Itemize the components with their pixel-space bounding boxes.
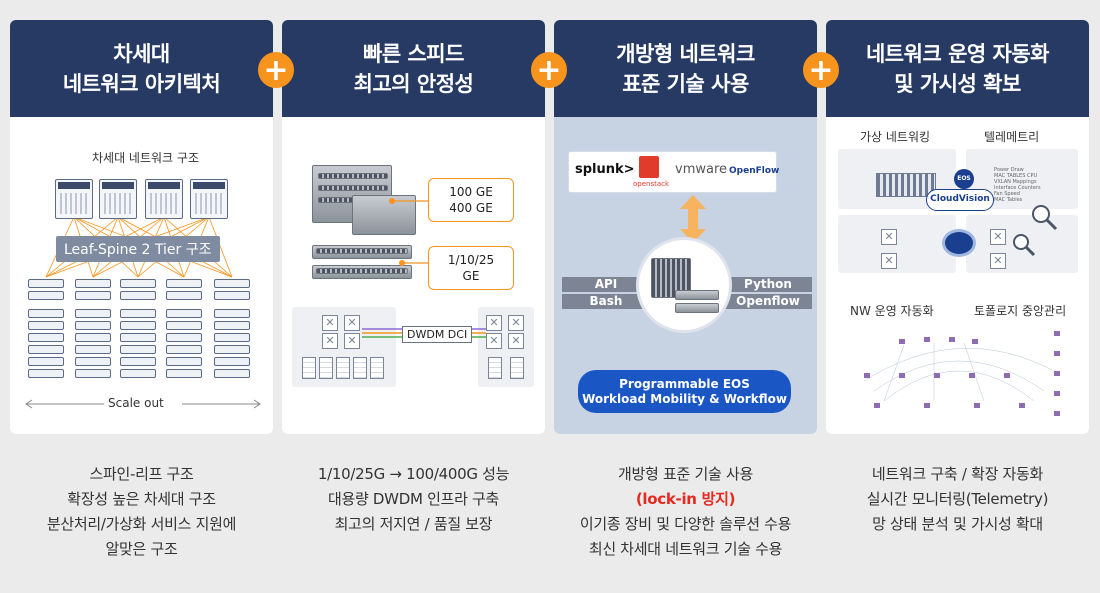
description-architecture: 스파인-리프 구조 확장성 높은 차세대 구조 분산처리/가상화 서비스 지원에… — [46, 465, 237, 558]
telemetry-metric: Interface Counters — [994, 185, 1041, 191]
label-bash: Bash — [562, 294, 650, 309]
eos-badge-icon: EOS — [954, 169, 974, 189]
plus-icon: + — [258, 52, 294, 88]
switch-hardware-circle — [636, 237, 732, 333]
card-title-line1: 빠른 스피드 — [363, 41, 464, 66]
telemetry-metric: Power Draw — [994, 167, 1024, 173]
diagram-title: 차세대 네트워크 구조 — [92, 151, 199, 165]
spine-switch — [190, 179, 228, 219]
double-arrow-icon — [680, 195, 706, 243]
open-network-diagram: splunk> openstack vmware OpenFlow API Ba… — [554, 117, 817, 434]
plus-icon: + — [803, 52, 839, 88]
description-open-network: 개방형 표준 기술 사용 (lock-in 방지) 이기종 장비 및 다양한 솔… — [554, 462, 817, 562]
callout-lines — [389, 198, 428, 266]
telemetry-metric: Fan Speed — [994, 191, 1020, 197]
server-stack — [876, 173, 936, 197]
magnifier-icon — [1032, 205, 1058, 231]
leaf-spine-banner: Leaf-Spine 2 Tier 구조 — [56, 236, 220, 262]
openflow-logo: OpenFlow — [729, 166, 780, 176]
description-speed: 1/10/25G → 100/400G 성능 대용량 DWDM 인프라 구축 최… — [317, 465, 510, 533]
card-speed: 빠른 스피드 최고의 안정성 100 GE 400 GE 1/10/25 GE — [282, 20, 545, 434]
leaf-rack-group — [28, 279, 258, 389]
partner-logo-bar: splunk> openstack vmware OpenFlow — [568, 151, 780, 193]
dwdm-dci-label: DWDM DCI — [402, 326, 473, 343]
label-topology-management: 토폴로지 중앙관리 — [974, 304, 1067, 318]
speed-diagram: 100 GE 400 GE 1/10/25 GE DWDM DCI — [282, 117, 545, 434]
telemetry-metric: VXLAN Mappings — [994, 179, 1037, 185]
scale-out-arrow — [25, 399, 261, 409]
card-title-line1: 차세대 — [113, 41, 170, 66]
card-header: 네트워크 운영 자동화 및 가시성 확보 — [826, 20, 1089, 117]
description-automation: 네트워크 구축 / 확장 자동화 실시간 모니터링(Telemetry) 망 상… — [866, 465, 1049, 533]
card-header: 빠른 스피드 최고의 안정성 — [282, 20, 545, 117]
openstack-logo: openstack — [633, 180, 670, 188]
label-openflow: Openflow — [724, 294, 812, 309]
scale-out-label: Scale out — [108, 396, 164, 410]
speed-tag-1-10-25: 1/10/25 GE — [428, 246, 514, 290]
programmable-eos-button: Programmable EOS Workload Mobility & Wor… — [578, 370, 791, 413]
card-title-line2: 네트워크 아키텍처 — [62, 71, 221, 96]
cloudvision-badge: CloudVision — [926, 189, 994, 211]
vmware-logo: vmware — [675, 162, 728, 177]
spine-switch — [99, 179, 137, 219]
architecture-diagram: 차세대 네트워크 구조 Leaf-Spine 2 Tier 구조 — [10, 117, 273, 434]
fixed-switch-ports — [316, 268, 408, 274]
line-card — [318, 173, 388, 179]
openstack-logo-icon — [639, 156, 659, 178]
speed-tag-100-400: 100 GE 400 GE — [428, 178, 514, 222]
fixed-switch-ports — [316, 248, 408, 254]
card-title-line2: 및 가시성 확보 — [894, 71, 1021, 96]
splunk-logo: splunk> — [575, 162, 635, 177]
card-header: 차세대 네트워크 아키텍처 — [10, 20, 273, 117]
topology-map — [863, 331, 1060, 416]
card-title-line1: 개방형 네트워크 — [616, 41, 755, 66]
label-python: Python — [724, 277, 812, 292]
label-nw-automation: NW 운영 자동화 — [850, 304, 934, 318]
label-telemetry: 텔레메트리 — [984, 130, 1040, 144]
automation-hub-icon — [942, 229, 976, 257]
card-title-line1: 네트워크 운영 자동화 — [865, 41, 1050, 66]
automation-diagram: 가상 네트워킹 텔레메트리 CloudVision EOS Power Draw… — [826, 117, 1089, 434]
card-open-network: 개방형 네트워크 표준 기술 사용 splunk> openstack vmwa… — [554, 20, 817, 434]
card-header: 개방형 네트워크 표준 기술 사용 — [554, 20, 817, 117]
card-title-line2: 표준 기술 사용 — [622, 71, 749, 96]
line-card — [318, 185, 388, 191]
spine-switch — [55, 179, 93, 219]
modular-chassis-front — [352, 195, 416, 235]
label-virtual-networking: 가상 네트워킹 — [860, 130, 931, 144]
card-title-line2: 최고의 안정성 — [353, 71, 474, 96]
plus-icon: + — [531, 52, 567, 88]
card-architecture: 차세대 네트워크 아키텍처 차세대 네트워크 구조 Leaf-Spine 2 T… — [10, 20, 273, 434]
magnifier-icon — [1013, 234, 1036, 257]
lock-in-highlight: (lock-in 방지) — [635, 490, 736, 508]
telemetry-metric: MAC Tables — [994, 197, 1023, 203]
telemetry-metric: MAC TABLES CPU — [994, 173, 1038, 179]
automation-panel — [838, 215, 956, 273]
label-api: API — [562, 277, 650, 292]
spine-switch — [145, 179, 183, 219]
card-automation: 네트워크 운영 자동화 및 가시성 확보 가상 네트워킹 텔레메트리 Cloud… — [826, 20, 1089, 434]
